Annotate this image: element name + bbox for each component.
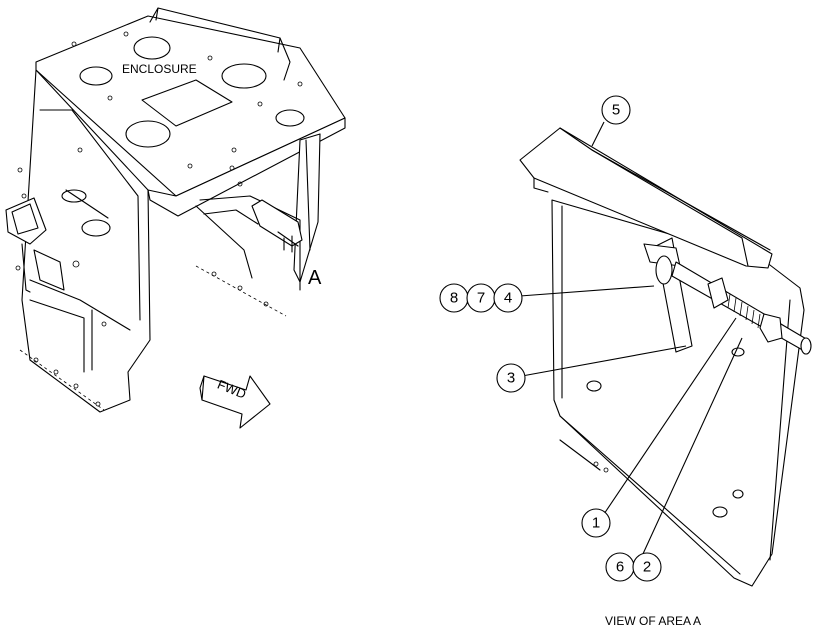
callout-4-label: 4 (504, 290, 512, 307)
callout-8-label: 8 (450, 290, 458, 307)
callout-4: 4 (493, 283, 523, 313)
callout-1: 1 (581, 508, 611, 538)
callout-2-label: 2 (643, 559, 651, 576)
callout-5-label: 5 (612, 102, 620, 119)
callout-8: 8 (439, 283, 469, 313)
enclosure-label: ENCLOSURE (122, 62, 197, 76)
callout-2: 2 (632, 552, 662, 582)
view-caption: VIEW OF AREA A (605, 614, 701, 628)
area-a-detail (519, 127, 812, 587)
callout-7-label: 7 (477, 290, 485, 307)
callout-7: 7 (466, 283, 496, 313)
forward-arrow-icon (199, 375, 271, 429)
callout-5: 5 (601, 95, 631, 125)
leader-lines (519, 121, 743, 557)
callout-6-label: 6 (616, 559, 624, 576)
callout-6: 6 (605, 552, 635, 582)
callout-3-label: 3 (507, 370, 515, 387)
detail-marker-a: A (308, 267, 322, 289)
callout-3: 3 (496, 363, 526, 393)
callout-1-label: 1 (592, 515, 600, 532)
enclosure-assembly (5, 7, 346, 413)
